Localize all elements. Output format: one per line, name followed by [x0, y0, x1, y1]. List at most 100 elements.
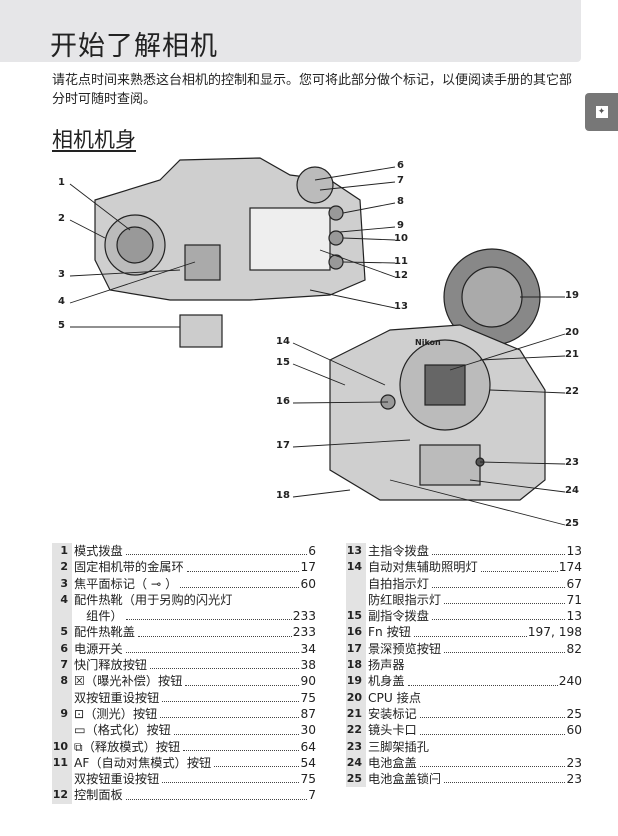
part-number: 6 — [60, 641, 68, 655]
part-label: ☒（曝光补偿）按钮 — [74, 674, 183, 689]
leader-dots — [125, 641, 300, 654]
leader-dots — [444, 592, 566, 605]
page-link[interactable]: 71 — [566, 592, 582, 607]
page-link[interactable]: 54 — [300, 755, 316, 770]
page-link[interactable]: 23 — [566, 755, 582, 770]
callout-6: 6 — [397, 160, 404, 171]
part-label: 电池盒盖 — [368, 755, 417, 770]
part-number: 14 — [346, 560, 362, 574]
parts-list-row: 1 模式拨盘 6 — [52, 543, 316, 559]
page-link[interactable]: 64 — [300, 739, 316, 754]
part-number: 21 — [346, 706, 362, 720]
callout-12: 12 — [394, 270, 408, 281]
part-number: 22 — [346, 723, 362, 737]
control-panel — [249, 207, 331, 271]
callout-20: 20 — [565, 327, 579, 338]
part-label: CPU 接点 — [368, 690, 422, 705]
callout-25: 25 — [565, 518, 579, 529]
parts-list-row: ▭（格式化）按钮 30 — [52, 722, 316, 738]
leader-dots — [162, 690, 300, 702]
page-link[interactable]: 82 — [566, 641, 582, 656]
part-number — [52, 608, 72, 624]
page-link[interactable]: 17 — [300, 560, 316, 575]
page-link[interactable]: 233 — [292, 609, 316, 624]
leader-dots — [214, 755, 300, 768]
page-link[interactable]: 25 — [566, 706, 582, 721]
part-label: ⊡（测光）按钮 — [74, 706, 158, 721]
part-number: 2 — [60, 560, 68, 574]
page-link[interactable]: 60 — [300, 576, 316, 591]
brand-logo: Nikon — [415, 338, 441, 347]
hot-shoe-cover — [179, 314, 223, 348]
page-link[interactable]: 67 — [566, 576, 582, 591]
page-link[interactable]: 87 — [300, 706, 316, 721]
callout-1: 1 — [58, 177, 65, 188]
page-link[interactable]: 174 — [558, 560, 582, 575]
page-link[interactable]: 34 — [300, 641, 316, 656]
part-number — [52, 771, 72, 787]
page-link[interactable]: 13 — [566, 609, 582, 624]
page-link[interactable]: 13 — [566, 544, 582, 558]
page-link[interactable]: 38 — [300, 658, 316, 673]
leader-dots — [180, 576, 300, 588]
page-link[interactable]: 233 — [292, 625, 316, 640]
part-label: ▭（格式化）按钮 — [74, 723, 171, 738]
parts-list-row: 24 电池盒盖 23 — [346, 755, 582, 771]
part-number: 1 — [60, 544, 68, 557]
callout-22: 22 — [565, 386, 579, 397]
page-link[interactable]: 75 — [300, 690, 316, 705]
part-label: 组件） — [74, 609, 123, 624]
page-link[interactable]: 197, 198 — [527, 625, 582, 640]
part-number: 20 — [346, 690, 362, 704]
callout-11: 11 — [394, 256, 408, 267]
page-link[interactable]: 7 — [308, 788, 316, 803]
page-link[interactable]: 6 — [308, 544, 316, 558]
leader-dots — [431, 576, 566, 588]
page-link[interactable]: 30 — [300, 723, 316, 738]
page-link[interactable]: 23 — [566, 772, 582, 787]
page-link[interactable]: 60 — [566, 723, 582, 738]
page-link[interactable]: 75 — [300, 772, 316, 787]
callout-9: 9 — [397, 220, 404, 231]
power-switch — [296, 166, 334, 204]
leader-dots — [444, 771, 566, 784]
leader-dots — [162, 771, 300, 784]
leader-dots — [419, 755, 566, 768]
part-label: Fn 按钮 — [368, 625, 411, 640]
parts-list-row: 双按钮重设按钮 75 — [52, 771, 316, 787]
part-label: 副指令拨盘 — [368, 609, 429, 624]
callout-13: 13 — [394, 301, 408, 312]
page-link[interactable]: 90 — [300, 674, 316, 689]
part-label: 电池盒盖锁闩 — [368, 772, 442, 787]
part-label: 双按钮重设按钮 — [74, 772, 160, 787]
part-number — [346, 576, 366, 592]
part-label: 配件热靴盖 — [74, 625, 135, 640]
part-number: 24 — [346, 755, 362, 769]
part-label: 模式拨盘 — [74, 544, 123, 558]
part-number: 12 — [52, 788, 68, 802]
page-link[interactable]: 240 — [558, 674, 582, 689]
leader-dots — [480, 559, 558, 572]
leader-dots — [185, 673, 300, 686]
callout-17: 17 — [276, 440, 290, 451]
callout-24: 24 — [565, 485, 579, 496]
chapter-side-tab[interactable]: ✦ — [585, 93, 618, 131]
part-number: 7 — [60, 658, 68, 672]
leader-dots — [419, 706, 566, 719]
leader-dots — [444, 641, 566, 654]
part-number: 17 — [346, 641, 362, 655]
part-label: 安装标记 — [368, 706, 417, 721]
callout-2: 2 — [58, 213, 65, 224]
